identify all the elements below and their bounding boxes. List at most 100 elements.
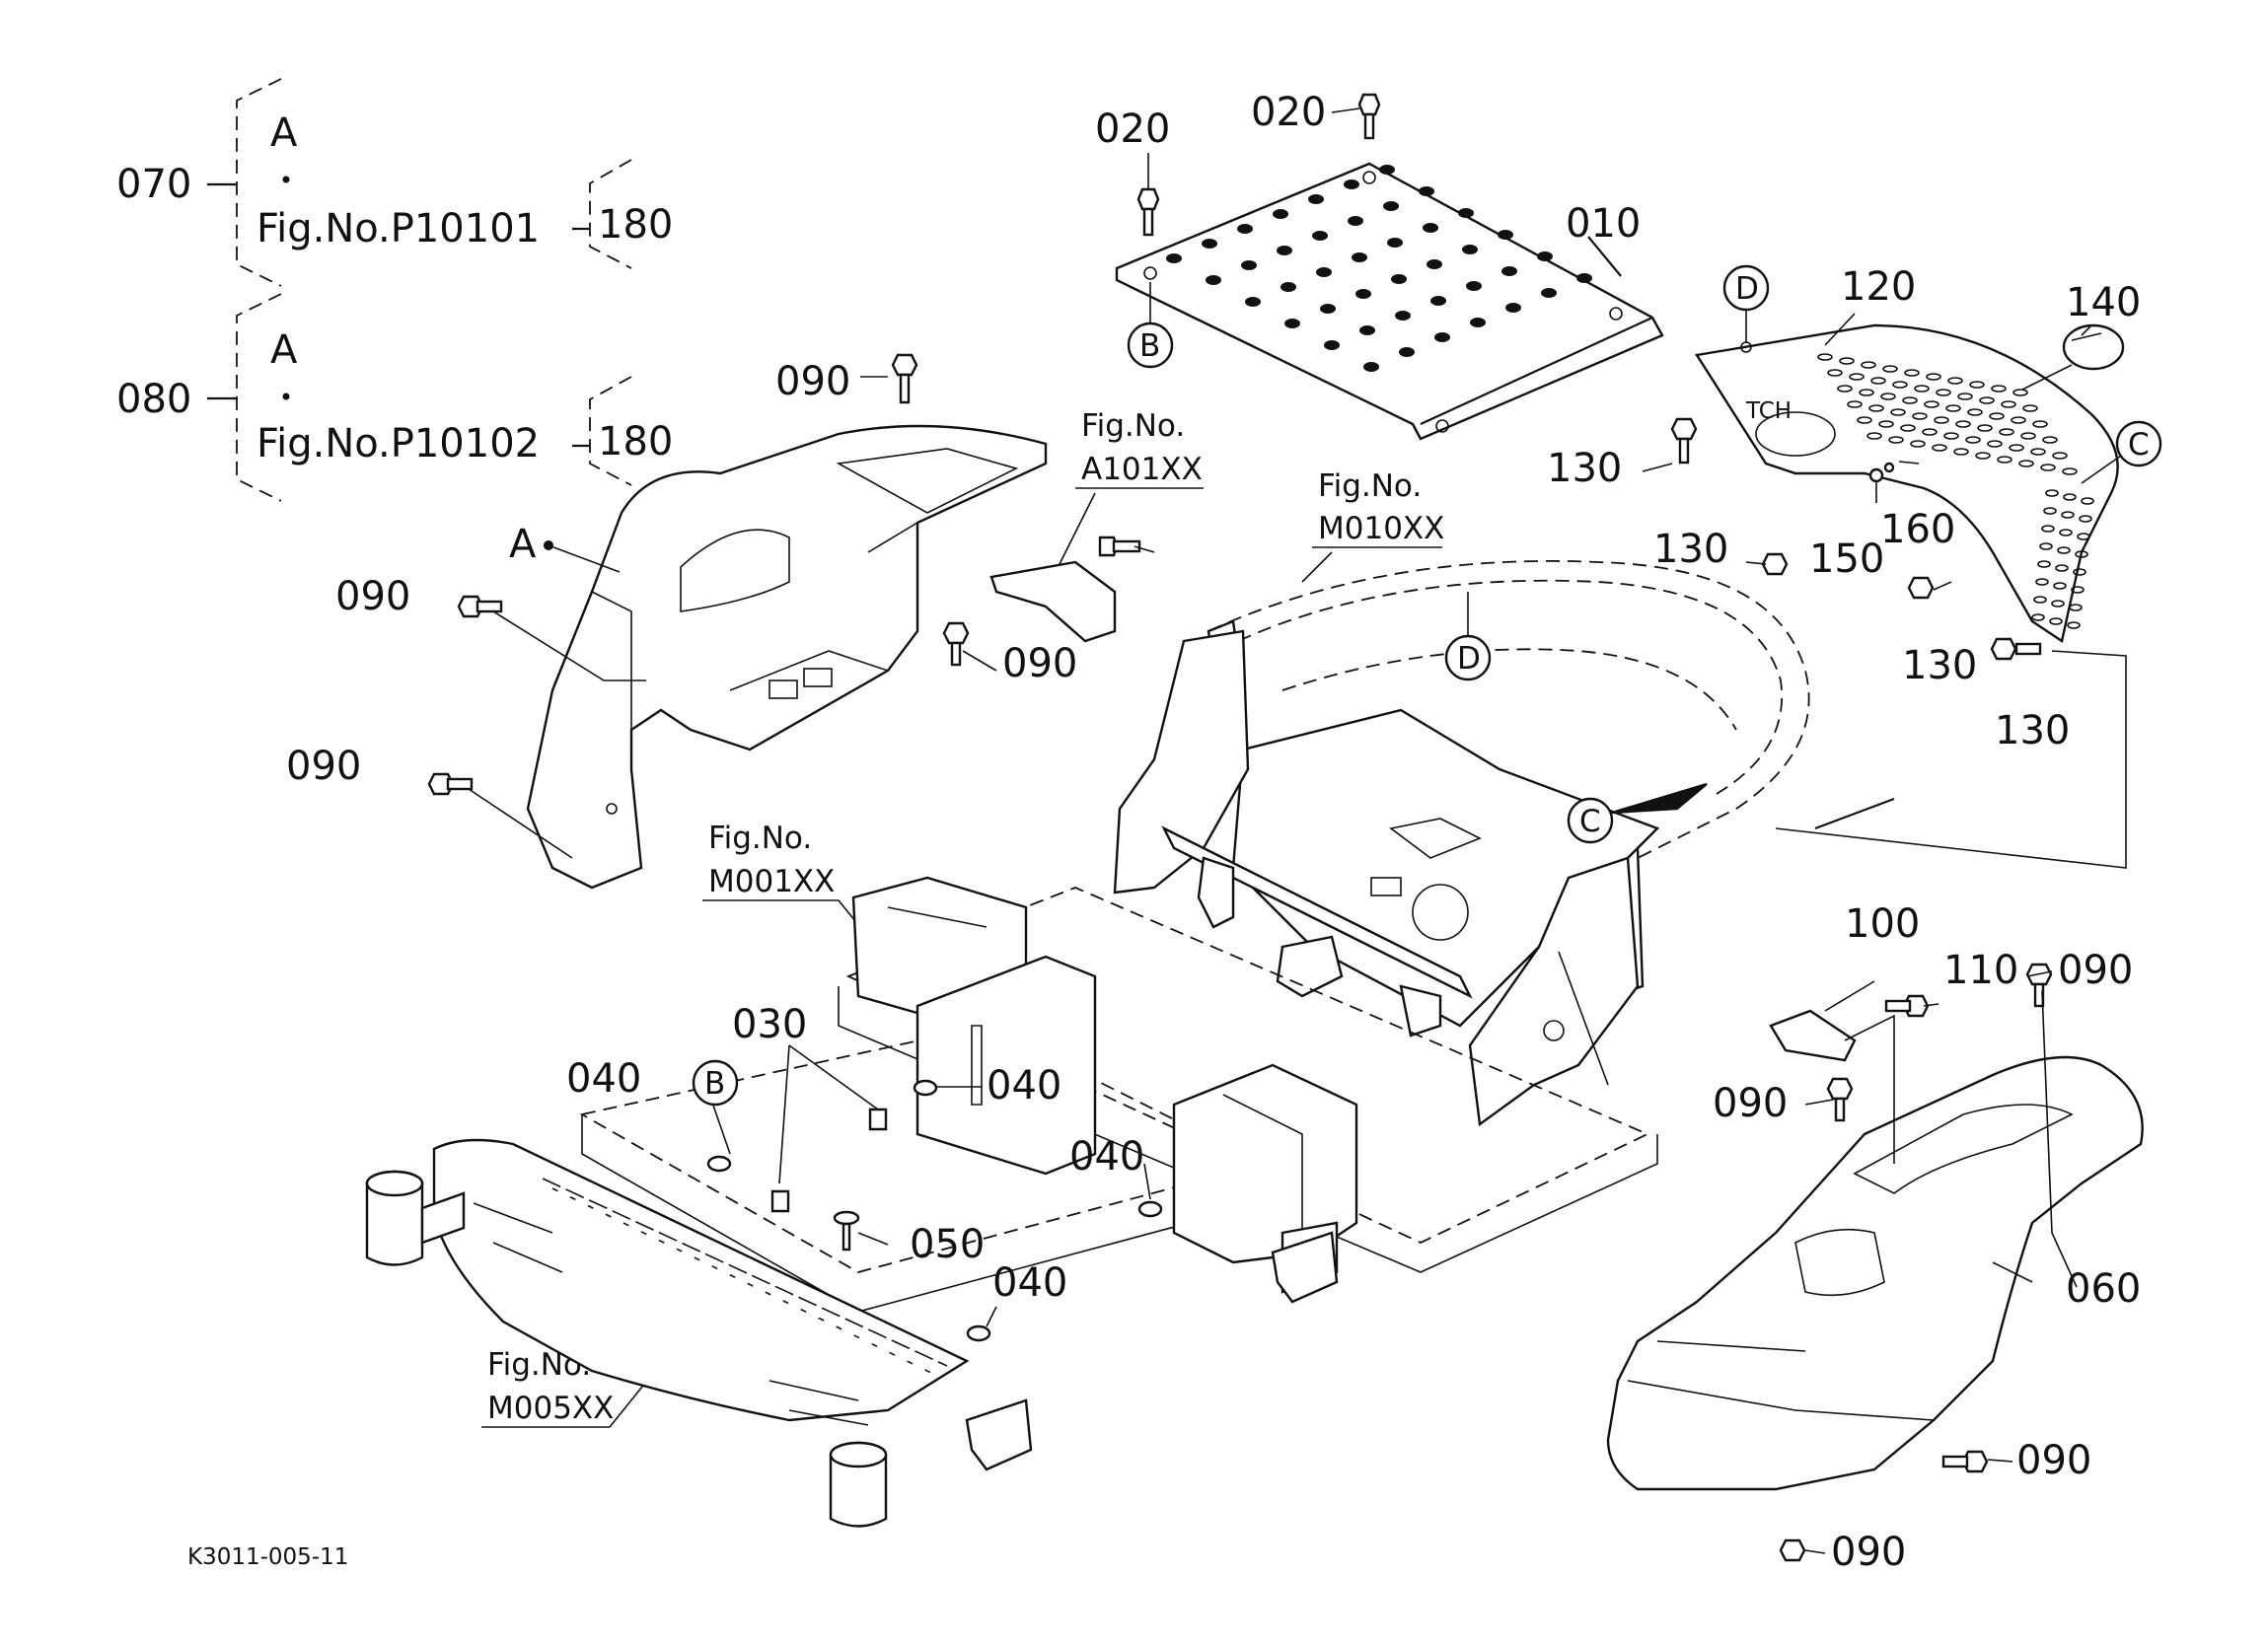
drawing-id: K3011-005-11: [187, 1544, 348, 1570]
circled-c-right: C: [2081, 420, 2162, 484]
callout-090: 090: [1831, 1530, 1906, 1575]
svg-text:Fig.No.: Fig.No.: [1318, 468, 1422, 504]
callout-040: 040: [1069, 1134, 1144, 1180]
fender-slot: [2071, 586, 2085, 594]
plate-perforation: [1241, 260, 1257, 270]
fender-slot: [1912, 412, 1928, 420]
plate-perforation: [1277, 246, 1292, 255]
group-letter-a: A: [270, 327, 298, 373]
svg-text:Fig.No.: Fig.No.: [708, 821, 812, 856]
right-fender-060: [1606, 1055, 2144, 1491]
plate-perforation: [1324, 340, 1340, 350]
callout-130: 130: [1547, 446, 1622, 491]
fender-slot: [1870, 377, 1886, 385]
fender-slot: [1997, 456, 2012, 464]
plate-perforation: [1308, 194, 1324, 204]
plate-perforation: [1320, 304, 1336, 314]
callout-130: 130: [1995, 708, 2070, 753]
plate-perforation: [1237, 224, 1253, 234]
plate-perforation: [1344, 179, 1359, 189]
reference-group-080: 080 A Fig.No.P10102 180: [116, 293, 673, 502]
callout-130: 130: [1653, 527, 1728, 572]
fender-slot: [2053, 582, 2067, 590]
plate-perforation: [1316, 267, 1332, 277]
plate-perforation: [1352, 252, 1367, 262]
callout-090: 090: [2016, 1438, 2091, 1483]
fender-slot: [2051, 600, 2065, 608]
svg-text:C: C: [2128, 427, 2150, 463]
callout-020: 020: [1095, 107, 1170, 152]
svg-text:M001XX: M001XX: [708, 864, 835, 899]
fender-slot: [1859, 389, 1874, 396]
plate-perforation: [1348, 216, 1363, 226]
fender-slot: [1890, 408, 1906, 416]
circled-b-top: B: [1127, 282, 1174, 369]
callout-030: 030: [732, 1002, 807, 1047]
mounting-tab: [965, 1398, 1033, 1471]
fender-slot: [1910, 440, 1926, 448]
plate-perforation: [1423, 223, 1438, 233]
plate-perforation: [1427, 259, 1442, 269]
callout-150: 150: [1809, 537, 1884, 582]
callout-060: 060: [2066, 1266, 2141, 1312]
callout-120: 120: [1841, 264, 1916, 310]
fender-slot: [1892, 381, 1908, 389]
fender-slot: [1989, 412, 2005, 420]
svg-text:D: D: [1457, 641, 1481, 677]
bolt-020-left: 020: [1095, 107, 1170, 237]
plate-perforation: [1245, 297, 1261, 307]
plate-perforation: [1576, 273, 1592, 283]
fender-slot: [1943, 432, 1959, 440]
fender-slot: [2062, 467, 2078, 475]
callout-090: 090: [1713, 1081, 1788, 1126]
fender-slot: [1857, 416, 1872, 424]
left-fender-cover: [526, 424, 1048, 890]
fender-slot: [1882, 365, 1898, 373]
fender-slot: [1934, 416, 1949, 424]
fender-slot: [2035, 578, 2049, 586]
front-caster-tube-right: [829, 1441, 888, 1528]
fender-slot: [1936, 389, 1951, 396]
fender-slot: [2001, 400, 2016, 408]
fender-slot: [1861, 361, 1876, 369]
callout-020: 020: [1251, 90, 1326, 135]
plate-perforation: [1202, 239, 1217, 249]
plate-perforation: [1206, 275, 1221, 285]
callout-100: 100: [1845, 901, 1920, 947]
fender-slot: [1866, 432, 1882, 440]
fig-ref-m001xx: Fig.No. M001XX: [702, 821, 869, 938]
fender-slot: [1991, 385, 2007, 393]
bolt-hole: [1362, 171, 1376, 184]
front-step-tread-pattern: [542, 1178, 948, 1377]
svg-text:M010XX: M010XX: [1318, 511, 1444, 546]
fender-slot: [1902, 396, 1918, 404]
callout-070: 070: [116, 162, 191, 207]
plate-perforation: [1355, 289, 1371, 299]
fender-slot: [1969, 381, 1985, 389]
fender-slot: [2045, 489, 2059, 497]
plate-perforation: [1505, 303, 1521, 313]
fender-slot: [1932, 444, 1947, 452]
plate-perforation: [1359, 325, 1375, 335]
fender-slot: [1945, 404, 1961, 412]
callout-080: 080: [116, 377, 191, 422]
fender-slot: [1849, 373, 1865, 381]
bolt-020-right: 020: [1251, 90, 1381, 140]
fig-ref-a101xx: Fig.No. A101XX: [989, 408, 1204, 643]
plate-perforation: [1434, 332, 1450, 342]
fender-decal-text: TCH: [1745, 398, 1792, 424]
callout-labels: 120 140 090 090 090 090 090 090 090 090 …: [286, 264, 2141, 1575]
fender-slot: [1975, 452, 1991, 460]
hardware-set: [427, 353, 2053, 1562]
plate-perforation: [1537, 251, 1553, 261]
circled-b-bottom: B: [692, 1059, 739, 1107]
callout-040: 040: [992, 1260, 1067, 1306]
plate-perforation: [1430, 296, 1446, 306]
svg-text:M005XX: M005XX: [487, 1391, 614, 1426]
plate-perforation: [1383, 201, 1399, 211]
fender-slot: [2075, 550, 2088, 558]
callout-110: 110: [1943, 948, 2018, 993]
group-letter-a: A: [270, 110, 298, 156]
